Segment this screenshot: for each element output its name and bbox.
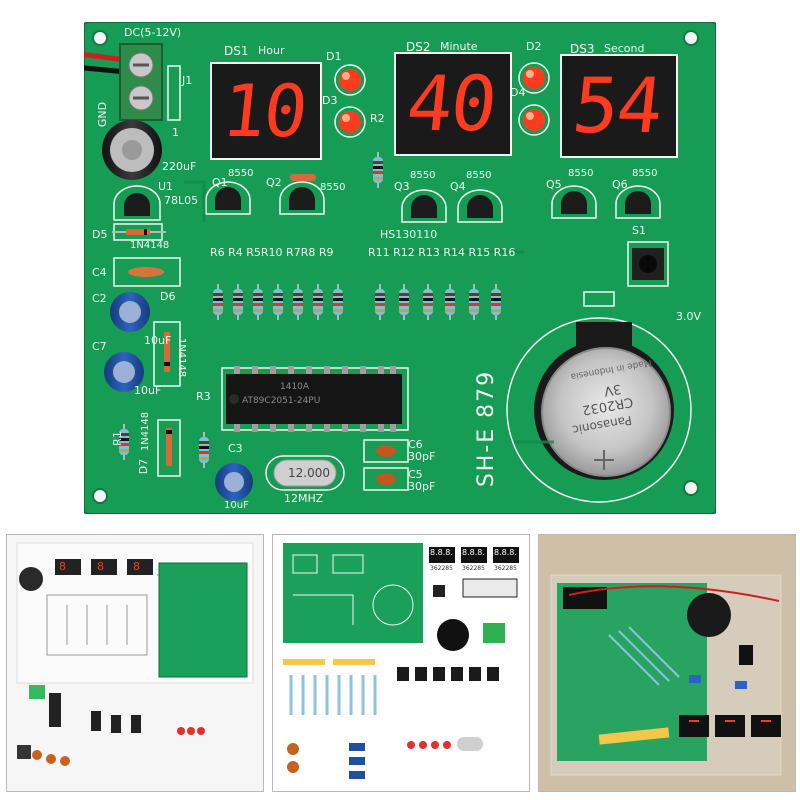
mid-display-3: 8.8.8. bbox=[494, 548, 517, 557]
mid-ic-2: 362285 bbox=[462, 565, 485, 572]
c5-label: C5 bbox=[408, 468, 423, 481]
crystal-label: 12.000 bbox=[288, 466, 330, 480]
d6-part: 1N4148 bbox=[176, 337, 188, 378]
ds2-label: DS2 bbox=[406, 40, 431, 54]
hour-digits: 10 bbox=[218, 69, 310, 153]
c5-value: 30pF bbox=[408, 480, 436, 493]
power-label: DC(5-12V) bbox=[124, 26, 182, 39]
clock-pcb: 10 40 54 DC(5-12V) GND J1 1 220uF U1 78L… bbox=[84, 22, 716, 514]
model-label: SH-E 879 bbox=[474, 369, 500, 488]
q2-part: 8550 bbox=[320, 182, 346, 193]
ic-code: 1410A bbox=[280, 382, 310, 392]
d7-part: 1N4148 bbox=[140, 411, 152, 452]
ds3-name: Second bbox=[604, 42, 645, 55]
u1-label: U1 bbox=[158, 180, 174, 193]
resistor-labels-left: R6 R4 R5R10 R7R8 R9 bbox=[210, 246, 334, 259]
pin1-label: 1 bbox=[172, 126, 179, 139]
q5-part: 8550 bbox=[568, 168, 594, 179]
q4-label: Q4 bbox=[450, 180, 466, 193]
q1-label: Q1 bbox=[212, 176, 228, 189]
components-illustration bbox=[283, 543, 519, 779]
cap-10-c: 10uF bbox=[224, 500, 249, 511]
mid-ic-1: 362285 bbox=[430, 565, 453, 572]
j1-label: J1 bbox=[182, 74, 193, 87]
resistor-labels-right: R11 R12 R13 R14 R15 R16 bbox=[368, 246, 516, 259]
left-digit-3: 8 bbox=[133, 560, 140, 573]
ic-part: AT89C2051-24PU bbox=[242, 396, 321, 406]
ds3-label: DS3 bbox=[570, 42, 595, 56]
d1-label: D1 bbox=[326, 50, 342, 63]
cap-220-label: 220uF bbox=[162, 160, 197, 173]
mid-ic-3: 362285 bbox=[494, 565, 517, 572]
display-hours bbox=[210, 62, 322, 160]
thumbnail-kit-schematic: 8 8 8 bbox=[6, 534, 264, 792]
q4-part: 8550 bbox=[466, 170, 492, 181]
d4-label: D4 bbox=[510, 86, 526, 99]
q6-part: 8550 bbox=[632, 168, 658, 179]
d5-label: D5 bbox=[92, 228, 108, 241]
cap-10-a: 10uF bbox=[144, 334, 172, 347]
cap-10-b: 10uF bbox=[134, 384, 162, 397]
c6-label: C6 bbox=[408, 438, 423, 451]
display-minutes bbox=[394, 52, 512, 156]
crystal-freq: 12MHZ bbox=[284, 492, 324, 505]
c6-value: 30pF bbox=[408, 450, 436, 463]
q6-label: Q6 bbox=[612, 178, 628, 191]
left-digit-2: 8 bbox=[97, 560, 104, 573]
r2-label: R2 bbox=[370, 112, 385, 125]
bagged-kit-illustration bbox=[539, 535, 795, 791]
mid-display-2: 8.8.8. bbox=[462, 548, 485, 557]
ds1-name: Hour bbox=[258, 44, 285, 57]
ds2-name: Minute bbox=[440, 40, 478, 53]
d5-part: 1N4148 bbox=[130, 240, 170, 251]
q3-part: 8550 bbox=[410, 170, 436, 181]
d3-label: D3 bbox=[322, 94, 338, 107]
d7-label: D7 bbox=[137, 458, 151, 475]
u1-part: 78L05 bbox=[164, 194, 199, 207]
thumbnail-components: 8.8.8. 8.8.8. 8.8.8. 362285 362285 36228… bbox=[272, 534, 530, 792]
volt-label: 3.0V bbox=[676, 310, 702, 323]
kit-schematic-illustration bbox=[16, 542, 254, 766]
second-digits: 54 bbox=[568, 61, 666, 150]
mid-display-1: 8.8.8. bbox=[430, 548, 453, 557]
s1-label: S1 bbox=[632, 224, 646, 237]
q1-part: 8550 bbox=[228, 168, 254, 179]
d6-label: D6 bbox=[160, 290, 176, 303]
c4-label: C4 bbox=[92, 266, 107, 279]
ds1-label: DS1 bbox=[224, 44, 249, 58]
d2-label: D2 bbox=[526, 40, 542, 53]
q3-label: Q3 bbox=[394, 180, 410, 193]
thumbnail-bagged-kit bbox=[538, 534, 796, 792]
c3-label: C3 bbox=[228, 442, 243, 455]
minute-digits: 40 bbox=[402, 59, 500, 148]
q2-label: Q2 bbox=[266, 176, 282, 189]
c2-label: C2 bbox=[92, 292, 107, 305]
r1-label: R1 bbox=[110, 431, 124, 446]
left-digit-1: 8 bbox=[59, 560, 66, 573]
date-code: HS130110 bbox=[380, 228, 438, 241]
gnd-label: GND bbox=[96, 101, 110, 128]
battery-volt: 3V bbox=[602, 380, 623, 399]
r3-label: R3 bbox=[196, 390, 211, 403]
c7-label: C7 bbox=[92, 340, 107, 353]
display-seconds bbox=[560, 54, 678, 158]
q5-label: Q5 bbox=[546, 178, 562, 191]
